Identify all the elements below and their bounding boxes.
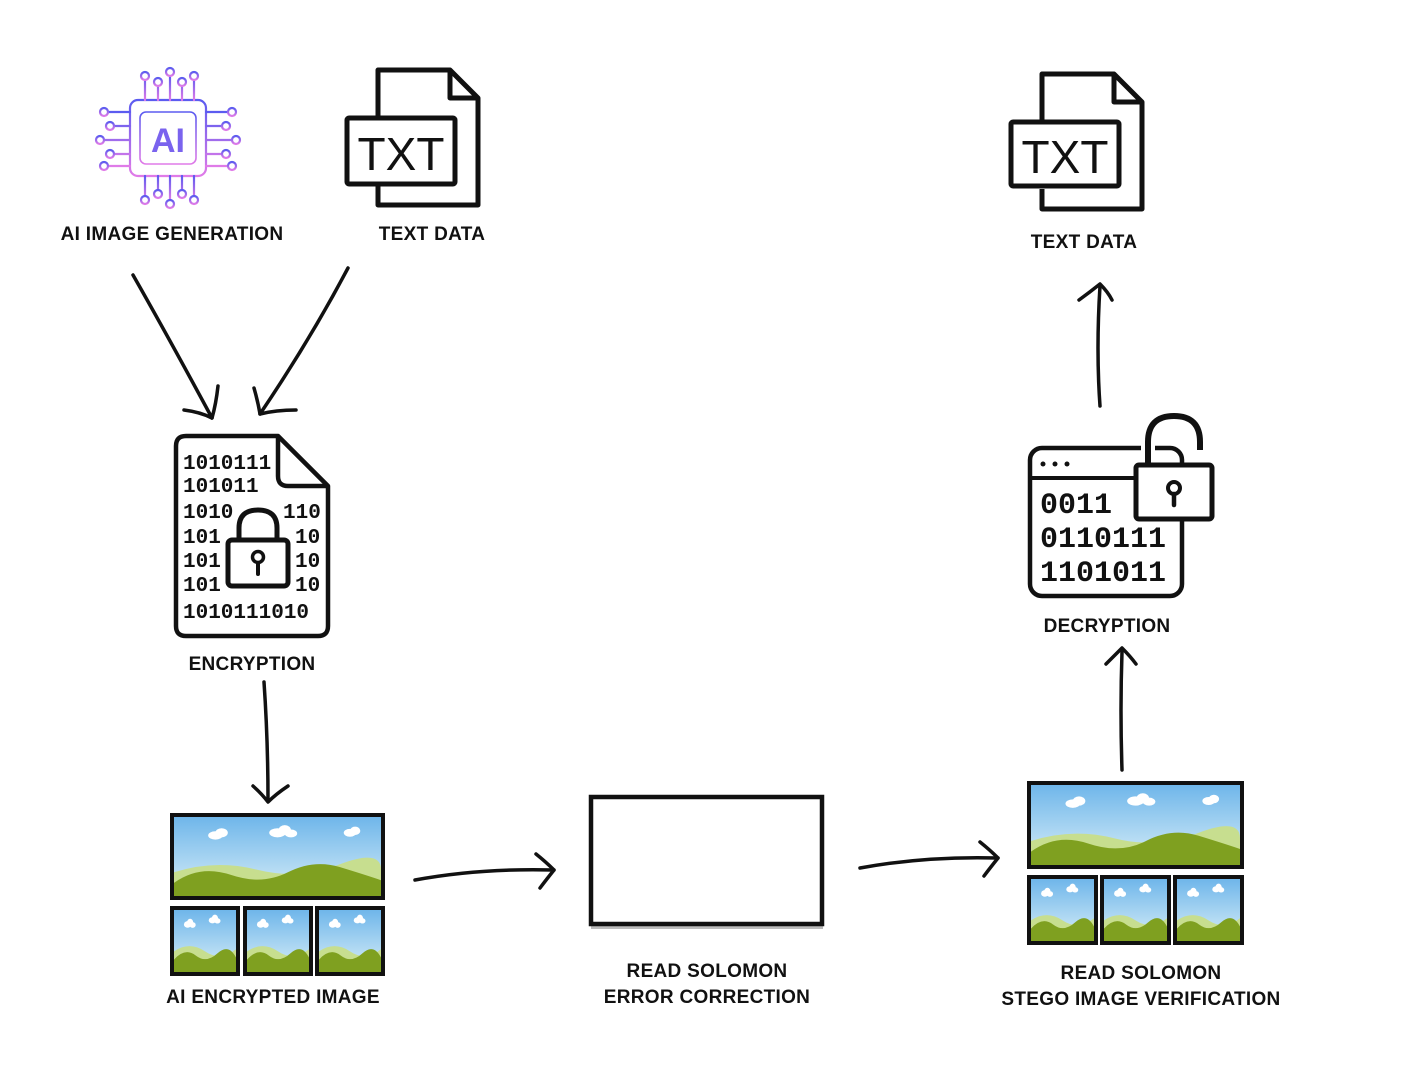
binary-row: 0110111 — [1040, 523, 1166, 557]
label-error-correction-line2: ERROR CORRECTION — [603, 987, 811, 1008]
binary-row: 110 — [283, 502, 321, 525]
image-gallery-icon — [170, 813, 385, 976]
arrow-ai-to-encryption — [131, 273, 220, 420]
binary-row: 101011 — [183, 476, 259, 499]
label-error-correction-line1: READ SOLOMON — [626, 961, 788, 982]
label-ai-encrypted-image: AI ENCRYPTED IMAGE — [166, 987, 380, 1008]
verification-gallery-icon — [1027, 781, 1244, 945]
flow-arrows — [131, 266, 1138, 890]
arrow-correction-to-verification — [858, 840, 1000, 878]
binary-row: 1101011 — [1040, 557, 1166, 591]
binary-row: 0011 — [1040, 489, 1112, 523]
binary-row: 10 — [295, 575, 320, 598]
label-verification-line1: READ SOLOMON — [1060, 963, 1222, 984]
unlocked-binary-window-icon: 0011 0110111 1101011 — [1027, 408, 1215, 599]
binary-row: 101 — [183, 551, 221, 574]
label-ai-image-generation: AI IMAGE GENERATION — [60, 224, 284, 245]
txt-file-output-icon — [1008, 71, 1145, 212]
txt-file-text: TXT — [358, 128, 445, 180]
arrow-verification-to-decryption — [1104, 646, 1138, 772]
arrow-text-to-encryption — [252, 266, 350, 416]
ai-chip-icon — [94, 66, 242, 210]
blank-screen-icon — [588, 794, 825, 929]
encrypted-binary-file-icon: 1010111 101011 1010 101 101 101 10101110… — [173, 433, 331, 639]
label-text-data-input: TEXT DATA — [378, 224, 486, 245]
txt-file-output-text: TXT — [1022, 131, 1109, 183]
arrow-image-to-correction — [413, 852, 556, 890]
binary-row: 101 — [183, 575, 221, 598]
padlock-icon — [225, 503, 291, 589]
binary-row: 10 — [295, 527, 320, 550]
binary-row: 1010111 — [183, 453, 271, 476]
label-decryption: DECRYPTION — [1043, 616, 1171, 637]
arrow-decryption-to-text — [1077, 282, 1114, 408]
binary-row: 1010111010 — [183, 602, 309, 625]
label-verification-line2: STEGO IMAGE VERIFICATION — [1001, 989, 1281, 1010]
binary-row: 101 — [183, 527, 221, 550]
arrow-encryption-to-image — [251, 680, 290, 804]
label-text-data-output: TEXT DATA — [1030, 232, 1138, 253]
binary-row: 1010 — [183, 502, 233, 525]
txt-file-icon — [344, 67, 481, 208]
ai-chip-text: AI — [151, 122, 185, 160]
label-encryption: ENCRYPTION — [188, 654, 316, 675]
binary-row: 10 — [295, 551, 320, 574]
